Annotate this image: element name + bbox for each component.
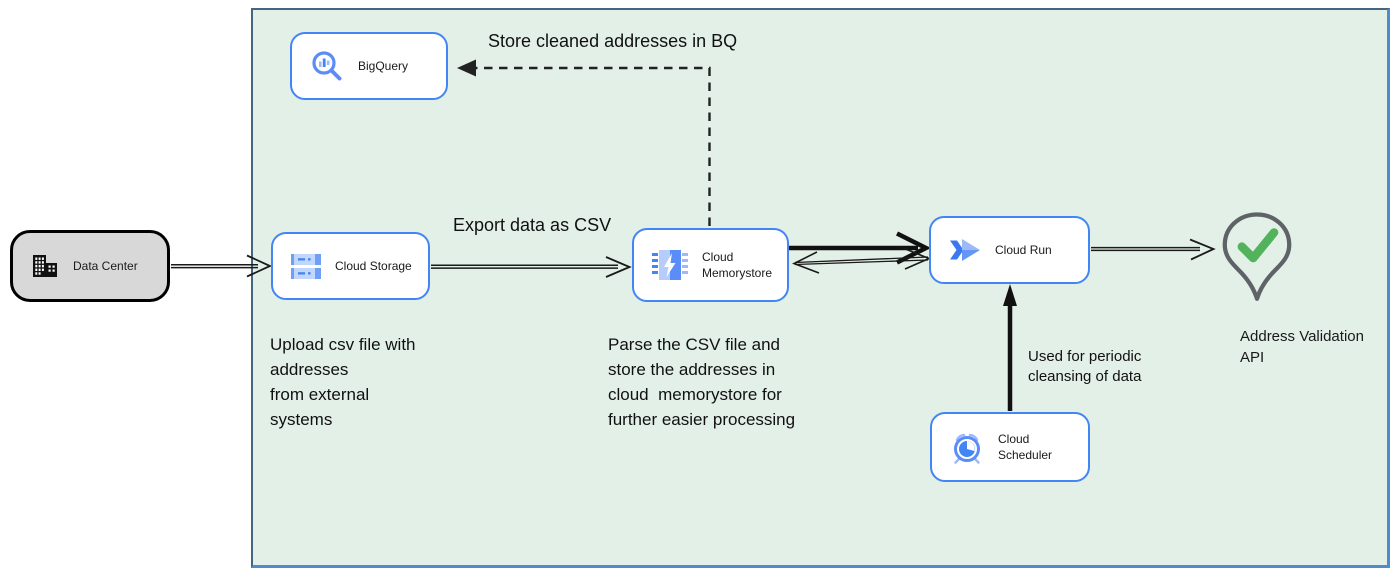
checkmark-icon <box>1237 228 1279 263</box>
address-validation-pin[interactable] <box>1221 210 1293 308</box>
arrow-head <box>605 256 632 278</box>
node-label: Cloud Scheduler <box>998 432 1053 462</box>
node-label: Data Center <box>73 259 138 273</box>
node-cloud-run[interactable]: Cloud Run <box>929 216 1090 284</box>
note-parse-csv[interactable]: Parse the CSV file and store the address… <box>608 335 796 429</box>
arrow-shaft <box>1091 246 1200 252</box>
cloud-storage-buckets-icon <box>291 253 321 280</box>
arrow-head <box>246 254 273 278</box>
node-bigquery[interactable]: BigQuery <box>290 32 448 100</box>
building-icon <box>31 253 59 279</box>
arrow-scheduler-to-run[interactable] <box>1003 284 1017 411</box>
arrow-storage-to-memorystore[interactable] <box>431 256 632 278</box>
arrow-shaft <box>475 66 711 226</box>
bigquery-magnifier-icon <box>310 49 344 83</box>
node-label: Cloud Memorystore <box>702 250 773 280</box>
arrow-head <box>457 59 476 77</box>
memorystore-chip-icon <box>652 250 688 280</box>
node-cloud-scheduler[interactable]: Cloud Scheduler <box>930 412 1090 482</box>
node-cloud-storage[interactable]: Cloud Storage <box>271 232 430 300</box>
arrow-head-left <box>792 251 820 274</box>
arrow-datacenter-to-storage[interactable] <box>171 254 273 278</box>
label-store-cleaned-addresses[interactable]: Store cleaned addresses in BQ <box>488 31 738 51</box>
label-address-validation: Address Validation API <box>1240 328 1364 366</box>
node-cloud-memorystore[interactable]: Cloud Memorystore <box>632 228 789 302</box>
node-data-center[interactable]: Data Center <box>10 230 170 302</box>
arrow-run-to-validation[interactable] <box>1091 238 1216 261</box>
cloud-run-chevron-icon <box>949 238 981 262</box>
note-upload-csv[interactable]: Upload csv file with addresses from exte… <box>270 335 416 429</box>
note-periodic-cleansing[interactable]: Used for periodic cleansing of data <box>1028 348 1142 385</box>
arrow-head <box>1189 238 1216 261</box>
node-label: BigQuery <box>358 59 409 73</box>
arrow-shaft <box>794 256 929 266</box>
gcp-boundary-container[interactable] <box>251 8 1390 568</box>
map-pin-checkmark-icon <box>1221 210 1293 308</box>
arrow-memorystore-to-bigquery-dashed[interactable] <box>457 59 711 227</box>
arrow-shaft <box>431 264 618 269</box>
arrow-shaft <box>171 264 258 269</box>
scheduler-alarm-clock-icon <box>950 430 984 464</box>
label-export-data-csv[interactable]: Export data as CSV <box>453 215 612 235</box>
node-label: Cloud Run <box>995 243 1052 257</box>
arrow-run-to-memorystore[interactable] <box>792 247 932 274</box>
node-label: Cloud Storage <box>335 259 412 273</box>
arrow-head <box>1003 284 1017 306</box>
